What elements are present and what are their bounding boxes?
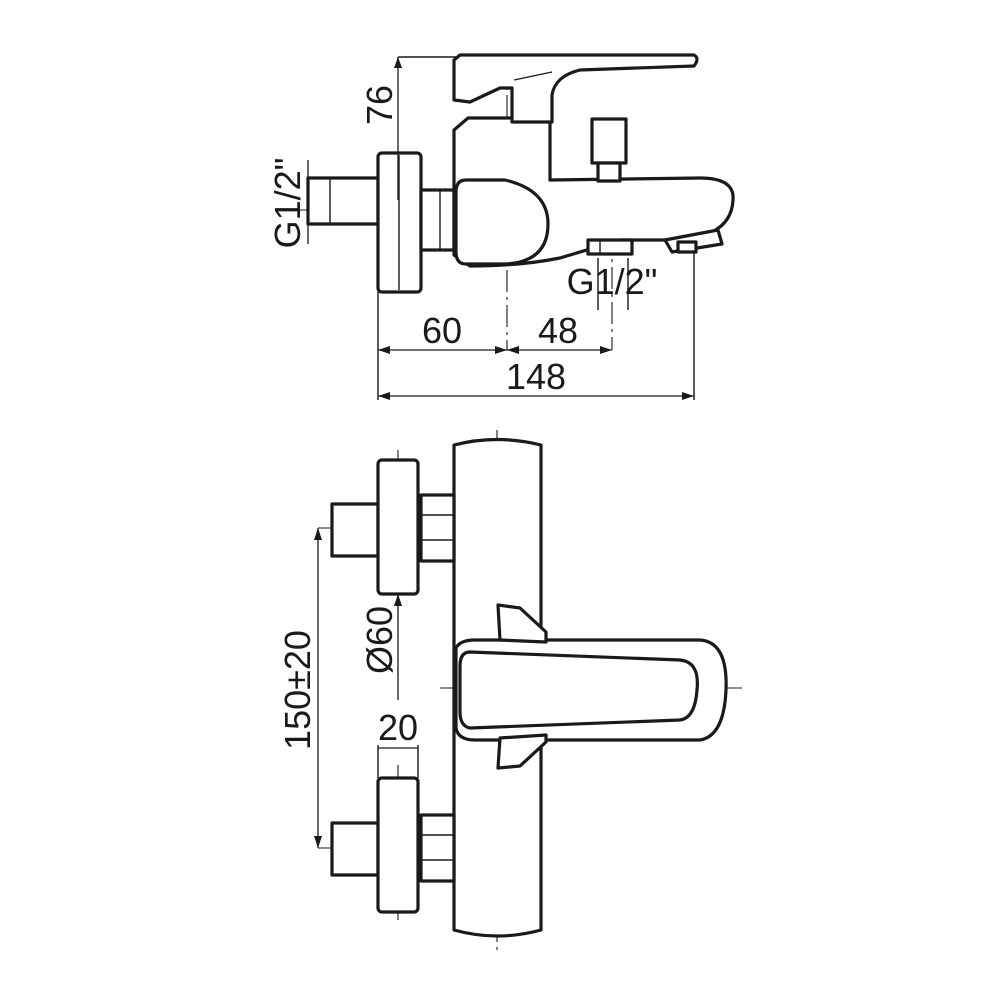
- spout-aerator-tip: [676, 240, 698, 254]
- dim-label-outlet-thread: G1/2": [567, 261, 658, 302]
- cartridge-cover: [454, 178, 550, 266]
- dim-label-60: 60: [422, 310, 462, 351]
- bottom-outlet-fitting: [586, 238, 634, 256]
- dim-arrow-150-bottom: [314, 836, 322, 848]
- dim-label-48: 48: [538, 310, 578, 351]
- bottom-wall-flange: [376, 776, 420, 914]
- lever-handle-edge: [513, 71, 553, 81]
- top-connecting-nut: [419, 493, 456, 563]
- front-lever-top: [496, 603, 548, 644]
- front-lever-bottom: [496, 733, 548, 770]
- side-view: 76 G1/2" G1/2" 60 48 148: [267, 53, 735, 400]
- dim-arrow-76: [394, 57, 402, 68]
- top-inlet-stub: [330, 502, 380, 558]
- dim-arrow-148-left: [378, 392, 390, 400]
- inlet-stub-pipe: [306, 176, 380, 226]
- top-wall-flange: [376, 458, 420, 596]
- dim-label-76: 76: [359, 85, 400, 125]
- dim-arrow-diameter: [394, 594, 402, 606]
- front-spout-inner: [458, 650, 699, 730]
- bottom-inlet-stub: [330, 821, 380, 877]
- connecting-nut: [419, 188, 456, 252]
- dim-label-20: 20: [378, 707, 418, 748]
- lever-handle: [452, 53, 699, 124]
- diverter-stem: [596, 161, 622, 183]
- dim-label-inlet-thread: G1/2": [267, 158, 308, 249]
- dim-arrow-60-left: [378, 346, 390, 354]
- bottom-connecting-nut: [419, 813, 456, 883]
- dim-label-148: 148: [506, 356, 566, 397]
- dim-arrow-48-left: [507, 346, 519, 354]
- dim-label-150: 150±20: [277, 630, 318, 750]
- dim-arrow-48-right: [600, 346, 612, 354]
- dim-arrow-148-right: [682, 392, 694, 400]
- diverter-button: [590, 117, 628, 165]
- dim-arrow-60-right: [495, 346, 507, 354]
- dim-arrow-150-top: [314, 528, 322, 540]
- front-view: 150±20 Ø60 20: [277, 430, 745, 950]
- dim-label-diameter: Ø60: [359, 606, 400, 674]
